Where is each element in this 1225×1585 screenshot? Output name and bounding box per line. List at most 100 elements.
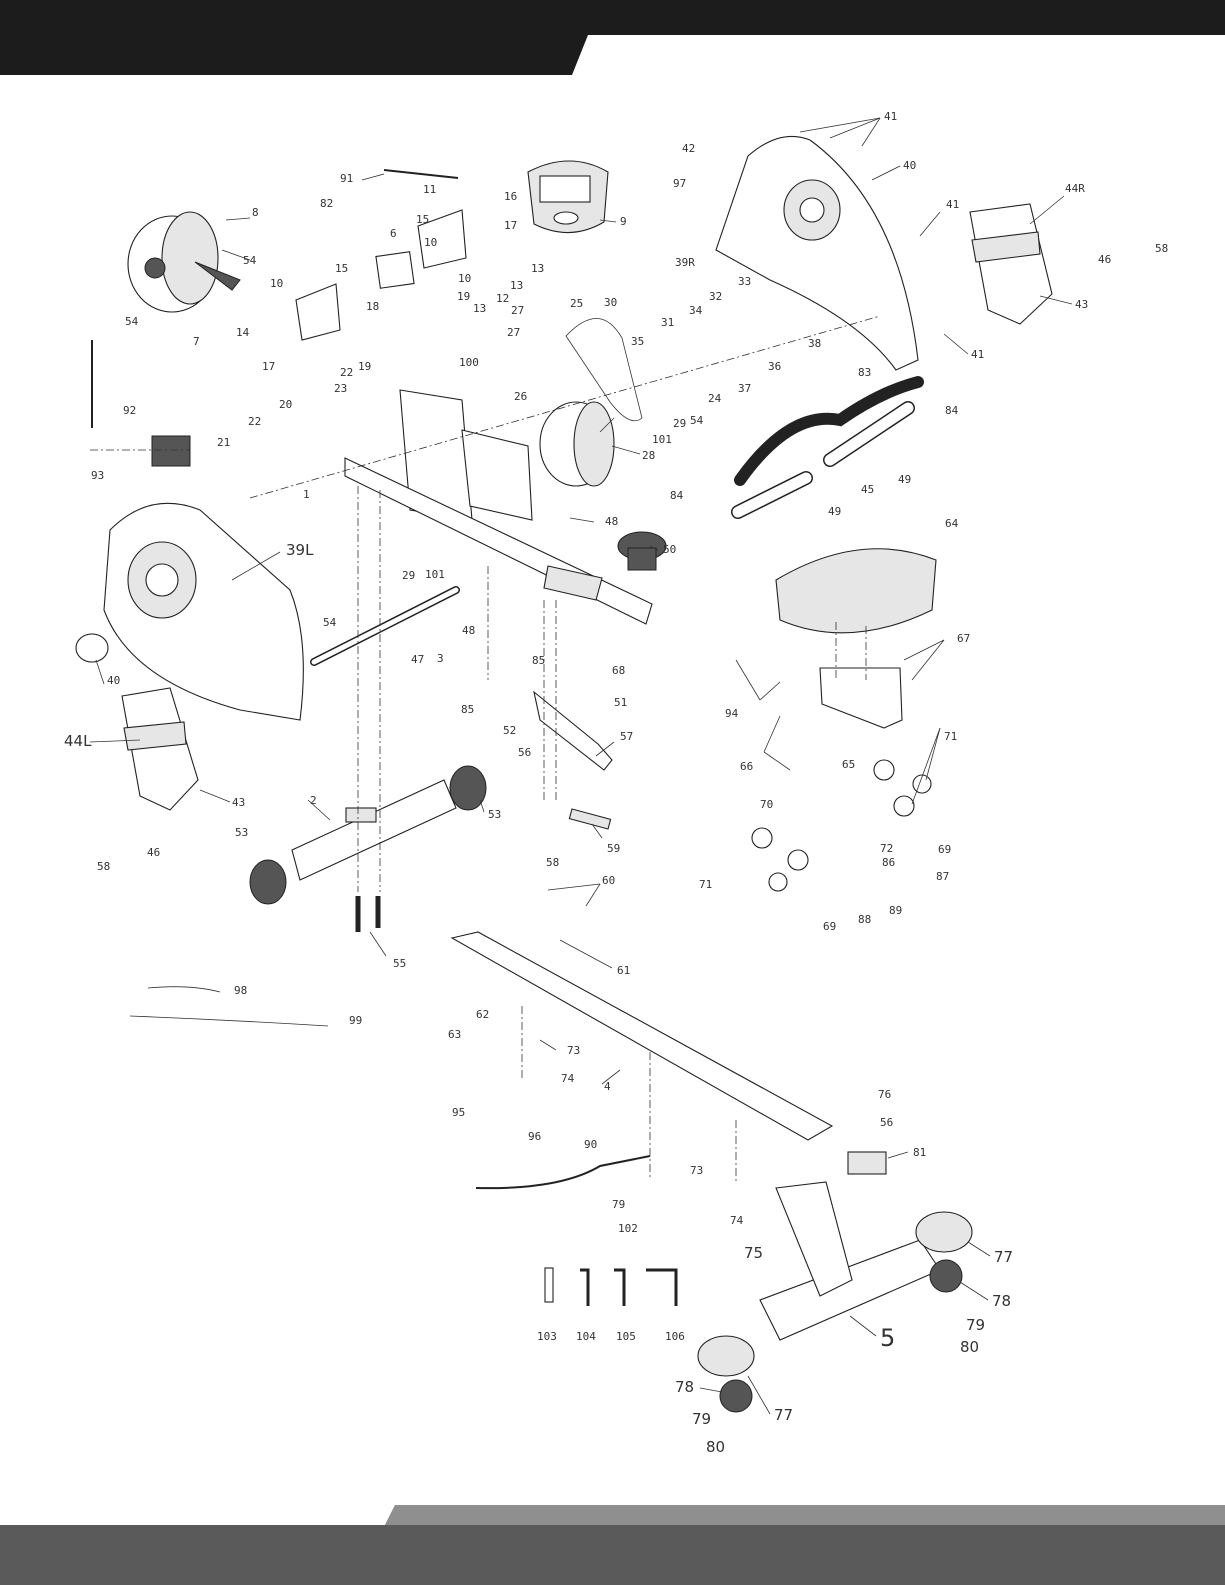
callout: 54: [243, 254, 257, 267]
callout: 101: [425, 568, 445, 581]
callout: 73: [567, 1044, 580, 1057]
callout: 7: [193, 335, 200, 348]
part-leveler-78a: [929, 1259, 963, 1293]
callout: 10: [424, 236, 437, 249]
callout: 92: [123, 404, 136, 417]
callout: 23: [334, 382, 347, 395]
part-leveler-78b: [719, 1379, 753, 1413]
callout: 20: [279, 398, 292, 411]
callout: 80: [706, 1438, 725, 1456]
callout: 28: [642, 449, 655, 462]
part-bracket-6: [375, 251, 415, 289]
callout: 79: [612, 1198, 625, 1211]
callout: 86: [882, 856, 895, 869]
callout: 90: [584, 1138, 597, 1151]
callout: 88: [858, 913, 871, 926]
callout: 72: [880, 842, 893, 855]
callout: 44L: [64, 732, 92, 750]
callout: 78: [992, 1292, 1011, 1310]
part-seat-64: [775, 548, 937, 634]
part-main-frame-1: [344, 389, 653, 625]
callout: 91: [340, 172, 353, 185]
callout: 37: [738, 382, 751, 395]
callout: 77: [994, 1248, 1013, 1266]
footer-band: [0, 1505, 1225, 1585]
callout: 22: [340, 366, 353, 379]
callout: 10: [270, 277, 283, 290]
callout: 30: [604, 296, 617, 309]
part-handlebar-83: [734, 376, 924, 486]
callout: 52: [503, 724, 516, 737]
callout: 19: [457, 290, 470, 303]
callout: 66: [740, 760, 753, 773]
part-tube-2: [291, 779, 457, 881]
callout: 15: [416, 213, 429, 226]
callout: 45: [861, 483, 874, 496]
part-stabilizer-5: [759, 1181, 941, 1341]
callout: 39L: [286, 541, 314, 559]
callout: 85: [461, 703, 474, 716]
part-pulley-28: [539, 401, 615, 487]
callout: 103: [537, 1330, 557, 1343]
callout: 71: [699, 878, 712, 891]
callout: 60: [602, 874, 615, 887]
callout: 42: [682, 142, 695, 155]
callout: 6: [390, 227, 397, 240]
callout: 63: [448, 1028, 461, 1041]
callout: 78: [675, 1378, 694, 1396]
callout: 13: [473, 302, 486, 315]
part-endcap-53a: [449, 765, 487, 811]
callout: 41: [884, 110, 897, 123]
callout: 73: [690, 1164, 703, 1177]
callout: 81: [913, 1146, 926, 1159]
callout: 8: [252, 206, 259, 219]
callout: 104: [576, 1330, 596, 1343]
parts-drawing: [75, 135, 1053, 1413]
callout: 29: [402, 569, 415, 582]
header-band: [0, 0, 1225, 75]
callout: 41: [946, 198, 959, 211]
callout: 13: [531, 262, 544, 275]
callout: 101: [652, 433, 672, 446]
callout: 74: [561, 1072, 575, 1085]
callout: 35: [631, 335, 644, 348]
callout: 25: [570, 297, 583, 310]
part-cap-40: [75, 633, 109, 663]
callout: 87: [936, 870, 949, 883]
callout: 58: [546, 856, 559, 869]
callout: 51: [614, 696, 627, 709]
callout: 61: [617, 964, 630, 977]
callout: 38: [808, 337, 821, 350]
callout: 75: [744, 1244, 763, 1262]
callout: 54: [690, 414, 704, 427]
callout: 79: [966, 1316, 985, 1334]
leader-lines: [89, 117, 1073, 1415]
callout: 17: [262, 360, 275, 373]
callout: 76: [878, 1088, 891, 1101]
callout: 41: [971, 348, 984, 361]
callout: 29: [673, 417, 686, 430]
callout: 24: [708, 392, 722, 405]
callout: 10: [458, 272, 471, 285]
callout: 17: [504, 219, 517, 232]
callout: 27: [507, 326, 520, 339]
part-seat-rail-57: [533, 690, 613, 771]
part-plate-10: [295, 283, 341, 341]
callout: 53: [488, 808, 501, 821]
callout: 43: [232, 796, 245, 809]
part-rollers-69: [751, 759, 932, 892]
callout: 13: [510, 279, 523, 292]
part-foot-77a: [915, 1211, 973, 1253]
callout: 44R: [1065, 182, 1085, 195]
callout: 77: [774, 1406, 793, 1424]
callout: 40: [107, 674, 120, 687]
callout: 15: [335, 262, 348, 275]
part-tools: [544, 1267, 678, 1306]
callout: 79: [692, 1410, 711, 1428]
part-pad-59: [568, 808, 612, 830]
callout: 98: [234, 984, 247, 997]
callout: 67: [957, 632, 970, 645]
callout: 19: [358, 360, 371, 373]
callout: 99: [349, 1014, 362, 1027]
